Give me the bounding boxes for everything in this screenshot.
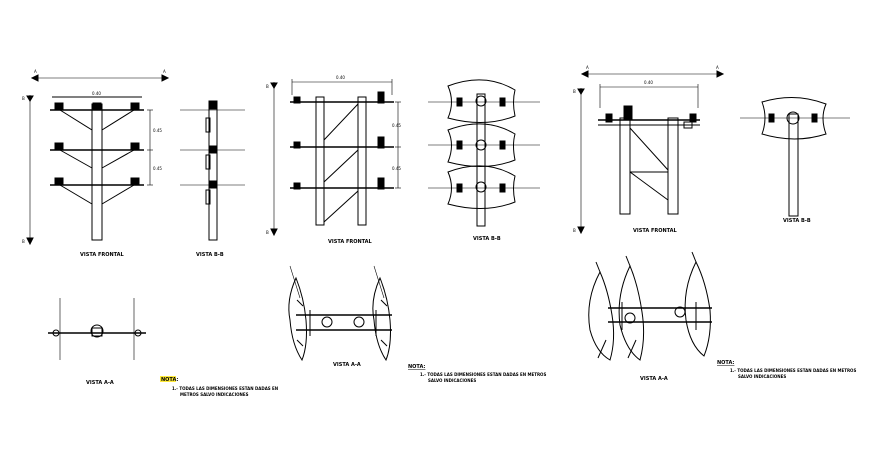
side-dimension-2-2: 0.45 [392, 166, 401, 171]
insulator [92, 102, 102, 111]
note-title-2: NOTA: [408, 364, 425, 370]
section-mark-b-top-2: B [266, 84, 269, 89]
label-vista-aa-3: VISTA A-A [640, 376, 668, 382]
note-block-1: NOTA: 1.- TODAS LAS DIMENSIONES ESTAN DA… [160, 376, 278, 397]
side-dimension-1: 0.45 [153, 128, 162, 133]
side-dimension-2: 0.45 [153, 166, 162, 171]
section-b-marker-left-3: B B [573, 88, 585, 235]
label-vista-frontal: VISTA FRONTAL [80, 252, 125, 258]
note-title-highlight [160, 376, 176, 382]
side-view-bb-single: VISTA B-B [180, 100, 245, 258]
section-mark-a-right-3: A [716, 65, 719, 70]
plan-view-aa-h-frame: VISTA A-A [588, 251, 712, 382]
section-b-marker-left: B B [22, 95, 34, 246]
section-mark-b-bottom: B [22, 239, 25, 244]
label-vista-frontal-3: VISTA FRONTAL [633, 228, 678, 234]
panel-1-single-arm-pole: A A B B 0.40 [22, 69, 278, 397]
side-dimension-2-1: 0.45 [392, 123, 401, 128]
insulator [130, 102, 140, 111]
note-line-2-1: 1.- TODAS LAS DIMENSIONES ESTAN DADAS EN… [420, 372, 546, 377]
label-vista-bb: VISTA B-B [196, 252, 224, 258]
label-vista-aa-2: VISTA A-A [333, 362, 361, 368]
note-block-3: NOTA: 1.- TODAS LAS DIMENSIONES ESTAN DA… [717, 360, 856, 379]
label-vista-frontal-2: VISTA FRONTAL [328, 239, 373, 245]
insulator [130, 177, 140, 186]
panel-2-double-pole-frame: B B 0.40 0.45 [266, 75, 546, 383]
side-view-bb-double: VISTA B-B [428, 79, 540, 242]
label-vista-bb-2: VISTA B-B [473, 236, 501, 242]
section-b-marker-left-2: B B [266, 82, 278, 237]
plan-view-aa-double: VISTA A-A [288, 265, 392, 368]
note-line-2-2: SALVO INDICACIONES [428, 378, 476, 383]
section-a-marker-top: A A [30, 69, 170, 82]
note-line-3-2: SALVO INDICACIONES [738, 374, 786, 379]
section-mark-b-bottom-3: B [573, 228, 576, 233]
front-view-double: 0.40 0.45 0.45 VISTA FRONTAL [290, 75, 401, 245]
section-mark-b-bottom-2: B [266, 230, 269, 235]
note-title-3: NOTA: [717, 360, 734, 366]
front-view-single: 0.40 0.45 [50, 91, 162, 258]
note-title: NOTA: [161, 377, 178, 383]
insulator [54, 142, 64, 151]
plan-view-aa-single: VISTA A-A [48, 298, 146, 386]
note-line-3-1: 1.- TODAS LAS DIMENSIONES ESTAN DADAS EN… [730, 368, 856, 373]
section-mark-a-left: A [34, 69, 37, 74]
side-view-bb-h-frame: VISTA B-B [740, 96, 850, 224]
section-mark-b-top: B [22, 96, 25, 101]
panel-3-h-frame-pole: A A B B 0.40 VISTA FRONTA [573, 65, 856, 382]
section-mark-a-left-3: A [586, 65, 589, 70]
front-top-dimension-3: 0.40 [644, 80, 653, 85]
section-mark-b-top-3: B [573, 89, 576, 94]
insulator [130, 142, 140, 151]
note-line-1: 1.- TODAS LAS DIMENSIONES ESTAN DADAS EN [172, 386, 278, 391]
front-view-h-frame: 0.40 VISTA FRONTAL [598, 80, 700, 234]
front-top-dimension-2: 0.40 [336, 75, 345, 80]
note-block-2: NOTA: 1.- TODAS LAS DIMENSIONES ESTAN DA… [408, 364, 546, 383]
front-top-dimension: 0.40 [92, 91, 101, 96]
insulator [54, 177, 64, 186]
section-mark-a-right: A [163, 69, 166, 74]
insulator [54, 102, 64, 111]
label-vista-bb-3: VISTA B-B [783, 218, 811, 224]
section-a-marker-top-3: A A [580, 65, 725, 78]
label-vista-aa: VISTA A-A [86, 380, 114, 386]
note-line-2: METROS SALVO INDICACIONES [180, 392, 249, 397]
